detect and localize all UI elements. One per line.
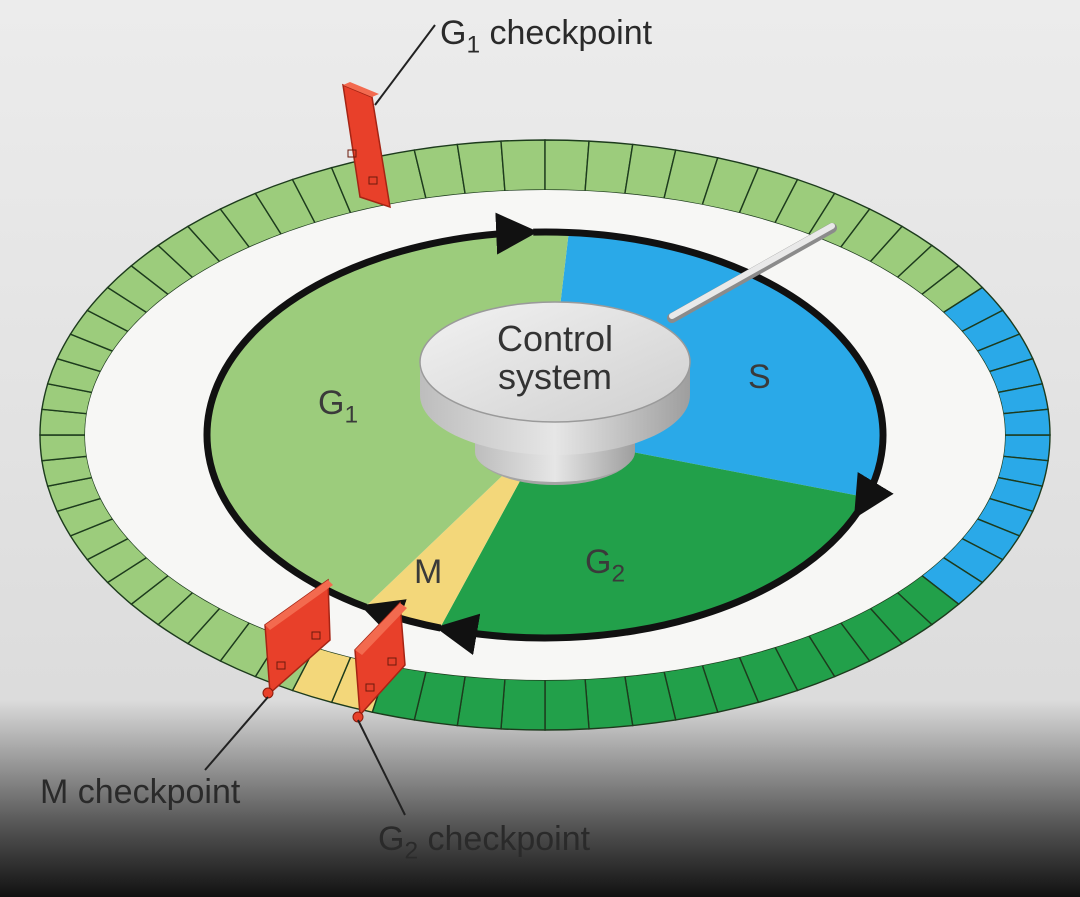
phase-g1-label: G1 [318, 384, 358, 427]
g1-checkpoint-label: G1 checkpoint [440, 14, 653, 57]
g2-checkpoint-text: checkpoint [427, 820, 591, 858]
ring-segment [1002, 408, 1051, 436]
phase-g2-letter: G [585, 543, 612, 581]
phase-g2-wedge [441, 435, 864, 635]
g1-checkpoint-gate [342, 82, 391, 209]
g2-checkpoint-gate [352, 601, 407, 723]
ring-segment [544, 678, 590, 731]
phase-m-text: M [414, 553, 443, 591]
g2-checkpoint-letter: G [378, 820, 405, 858]
arrow-s-to-g2 [533, 228, 894, 519]
phase-g1-letter: G [318, 384, 345, 422]
g1-checkpoint-sub: 1 [466, 31, 481, 59]
phase-g2-label: G2 [585, 543, 625, 586]
ring-segment [39, 434, 88, 462]
cycle-arrow [203, 212, 894, 656]
outer-segmented-ring [39, 139, 1051, 731]
phase-s-label: S [748, 360, 771, 394]
ring-segment [456, 140, 506, 195]
arrow-g1-to-s [203, 212, 539, 611]
phase-m-label: M [414, 555, 442, 589]
g1-checkpoint-text: checkpoint [489, 14, 653, 52]
control-system [419, 301, 691, 485]
g1-checkpoint-letter: G [440, 14, 467, 52]
control-system-label: Control system [475, 320, 635, 396]
arrow-g2-to-m [435, 509, 862, 656]
arrow-m-to-g1 [360, 599, 442, 639]
g1-checkpoint-leader [374, 24, 436, 106]
control-system-line1: Control [496, 318, 614, 359]
phase-g2-sub: 2 [611, 560, 626, 588]
m-checkpoint-label: M checkpoint [40, 775, 240, 809]
phase-m-wedge [367, 435, 545, 626]
ring-segment [584, 675, 634, 730]
g2-checkpoint-sub: 2 [404, 837, 419, 865]
g2-checkpoint-label: G2 checkpoint [378, 820, 591, 863]
pointer-stick [667, 223, 837, 323]
phase-g1-sub: 1 [344, 401, 359, 429]
g2-checkpoint-leader [357, 719, 406, 816]
control-system-line2: system [497, 355, 612, 397]
ring-segment [500, 139, 546, 192]
ring-segment [500, 678, 546, 731]
m-checkpoint-text: M checkpoint [40, 773, 241, 811]
ring-segment [544, 139, 590, 192]
phase-s-text: S [748, 358, 771, 396]
m-checkpoint-leader [204, 696, 269, 771]
m-checkpoint-gate [262, 578, 333, 699]
